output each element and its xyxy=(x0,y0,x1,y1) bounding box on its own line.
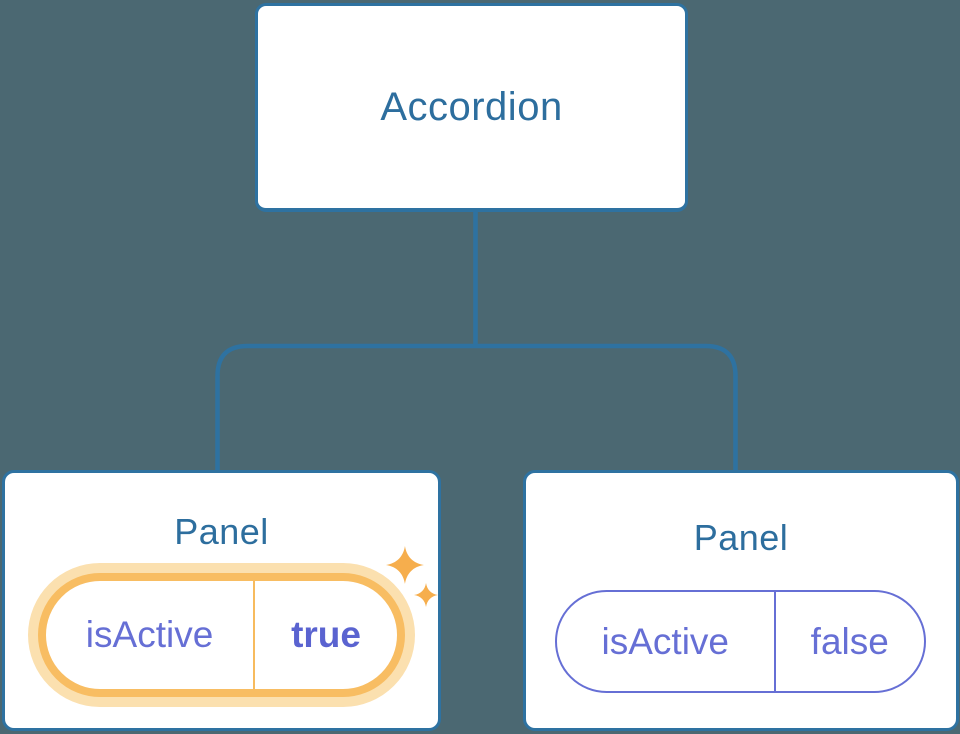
panel-node-inactive: Panel isActive false xyxy=(523,470,959,731)
accordion-node: Accordion xyxy=(255,3,688,212)
panel-title: Panel xyxy=(174,511,269,552)
accordion-node-label: Accordion xyxy=(380,84,563,129)
connector-branches xyxy=(215,343,738,470)
sparkle-icon xyxy=(386,546,438,607)
state-value-label: true xyxy=(291,614,361,655)
state-key-label: isActive xyxy=(601,620,729,662)
state-key: isActive xyxy=(557,592,776,691)
state-pill-active: isActive true xyxy=(38,573,405,697)
state-key: isActive xyxy=(46,581,256,689)
state-value: true xyxy=(255,581,397,689)
state-value: false xyxy=(776,592,924,691)
panel-title: Panel xyxy=(693,517,789,558)
state-value-label: false xyxy=(810,620,889,662)
state-key-label: isActive xyxy=(85,614,214,655)
state-pill-inactive: isActive false xyxy=(555,590,926,693)
sparkle-large xyxy=(386,546,424,584)
panel-node-active: Panel isActive true xyxy=(2,470,441,731)
sparkle-small xyxy=(414,583,438,607)
